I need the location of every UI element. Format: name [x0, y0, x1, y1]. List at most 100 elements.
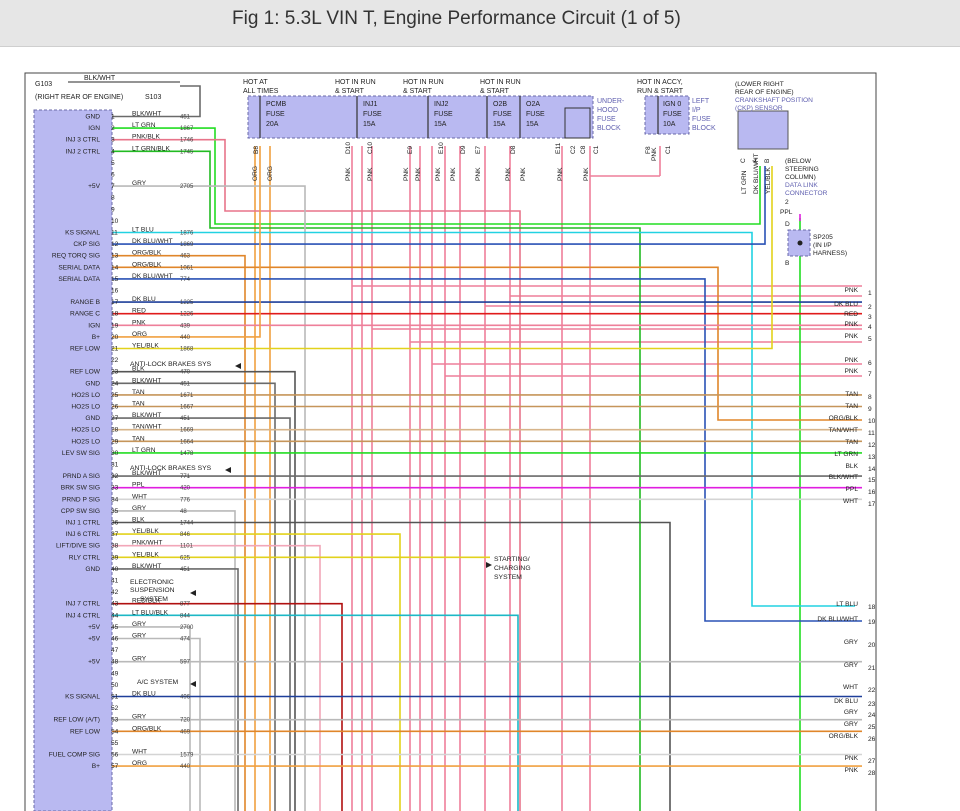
wire-layer [112, 85, 862, 811]
pcm-pin-wire-color: TAN [132, 435, 145, 442]
fuse-type: FUSE [526, 111, 545, 118]
right-terminal-number: 25 [868, 724, 876, 731]
system-callout: SYSTEM [494, 574, 522, 581]
pcm-pin-circuit: 451 [180, 567, 191, 573]
pcm-pin-wire-color: BLK/WHT [132, 563, 161, 570]
pcm-pin-signal: RLY CTRL [69, 554, 101, 561]
pcm-pin-signal: INJ 7 CTRL [66, 601, 101, 608]
ckp-pin: A [752, 158, 759, 163]
ip-fuse-type: FUSE [663, 111, 682, 118]
dlc-label: DATA LINK [785, 182, 818, 189]
pcm-pin-number: 9 [111, 206, 115, 213]
splice-location: (IN I/P [813, 242, 832, 249]
pcm-pin-signal: INJ 3 CTRL [66, 137, 101, 144]
fuse-rating: 15A [493, 121, 506, 128]
right-terminal-number: 23 [868, 701, 876, 708]
pcm-pin-number: 31 [111, 462, 119, 469]
underhood-fuse-block [247, 95, 594, 139]
pcm-pin-circuit: 463 [180, 254, 191, 260]
pcm-pin-number: 36 [111, 520, 119, 527]
ip-block-label: FUSE [692, 116, 711, 123]
pcm-pin-signal: IGN [88, 322, 100, 329]
fuse-group-label: HOT IN ACCY, [637, 79, 683, 86]
pcm-pin-signal: LIFT/DIVE SIG [56, 543, 100, 550]
callout-arrow [190, 590, 196, 596]
pcm-pin-circuit: 1579 [180, 753, 194, 759]
pcm-pin-wire-color: TAN [132, 389, 145, 396]
pcm-pin-wire-color: TAN/WHT [132, 424, 162, 431]
pcm-pin-wire-color: BLK [132, 517, 145, 524]
pcm-pin-wire-color: ORG [132, 331, 147, 338]
wire-color-label: PNK [557, 167, 564, 181]
ground-location: (RIGHT REAR OF ENGINE) [35, 94, 123, 101]
right-terminal-wire: PNK [844, 287, 858, 294]
pcm-pin-wire-color: ORG/BLK [132, 250, 162, 257]
right-terminal-wire: PNK [844, 755, 858, 762]
fuse-group-label: HOT AT [243, 79, 268, 86]
fuse-rating: 15A [363, 121, 376, 128]
pcm-wire-21 [112, 166, 773, 350]
pcm-connector [33, 109, 113, 811]
pcm-pin-circuit: 625 [180, 555, 191, 561]
fuse-pin-id: D8 [510, 145, 517, 154]
pcm-pin-number: 11 [111, 230, 118, 237]
right-terminal-wire: TAN [845, 403, 858, 410]
ground-name: G103 [35, 81, 52, 88]
pcm-pin-number: 57 [111, 763, 119, 770]
pcm-pin-wire-color: YEL/BLK [132, 343, 159, 350]
pcm-pin-signal: REF LOW [70, 369, 101, 376]
pcm-pin-wire-color: GRY [132, 656, 147, 663]
right-terminal-number: 22 [868, 687, 876, 694]
right-terminal-wire: PPL [846, 486, 859, 493]
pcm-pin-wire-color: BLK [132, 366, 145, 373]
pcm-pin-number: 14 [111, 264, 119, 271]
fuse-rating: 15A [526, 121, 539, 128]
pcm-pin-number: 55 [111, 740, 119, 747]
pcm-pin-number: 24 [111, 380, 119, 387]
pcm-pin-number: 25 [111, 392, 119, 399]
pcm-pin-circuit: 1225 [180, 300, 194, 306]
fuse-group-label: HOT IN RUN [403, 79, 444, 86]
pcm-pin-circuit: 1101 [180, 544, 194, 550]
pcm-pin-number: 7 [111, 183, 115, 190]
ip-fuse-rating: 10A [663, 121, 676, 128]
pcm-pin-wire-color: PNK/BLK [132, 134, 160, 141]
pcm-pin-number: 45 [111, 624, 119, 631]
pcm-wire-24 [112, 382, 276, 811]
system-callout: CHARGING [494, 565, 531, 572]
pcm-wire-40 [112, 568, 239, 811]
pcm-pin-wire-color: TAN [132, 401, 145, 408]
pcm-wire-15 [112, 278, 862, 622]
pcm-pin-signal: RANGE C [70, 311, 100, 318]
pcm-pin-circuit: 1744 [180, 521, 194, 527]
right-terminal-wire: ORG/BLK [829, 415, 859, 422]
right-terminal-number: 27 [868, 758, 876, 765]
pcm-pin-circuit: 451 [180, 416, 191, 422]
right-terminal-wire: WHT [843, 684, 858, 691]
pcm-pin-number: 51 [111, 694, 119, 701]
pcm-pin-signal: INJ 2 CTRL [66, 148, 101, 155]
right-terminal-number: 3 [868, 314, 872, 321]
pcm-pin-number: 2 [111, 125, 115, 132]
right-terminal-wire: GRY [844, 721, 859, 728]
pcm-pin-number: 42 [111, 589, 119, 596]
system-callout: ANTI-LOCK BRAKES SYS [130, 361, 212, 368]
pcm-pin-number: 46 [111, 636, 119, 643]
fuse-name: O2A [526, 101, 540, 108]
pcm-pin-wire-color: WHT [132, 493, 147, 500]
right-terminal-wire: LT GRN [834, 451, 858, 458]
ground-wire-color: BLK/WHT [84, 75, 116, 82]
pcm-pin-circuit: 451 [180, 381, 191, 387]
fuse-type: FUSE [434, 111, 453, 118]
right-terminal-number: 16 [868, 489, 876, 496]
system-callout: STARTING/ [494, 556, 530, 563]
pcm-pin-wire-color: WHT [132, 749, 147, 756]
pcm-pin-number: 21 [111, 346, 119, 353]
pcm-pin-number: 43 [111, 601, 119, 608]
right-terminal-wire: PNK [844, 368, 858, 375]
pcm-pin-number: 41 [111, 578, 119, 585]
right-terminal-number: 7 [868, 371, 872, 378]
pcm-pin-number: 8 [111, 195, 115, 202]
pcm-pin-circuit: 2705 [180, 184, 194, 190]
